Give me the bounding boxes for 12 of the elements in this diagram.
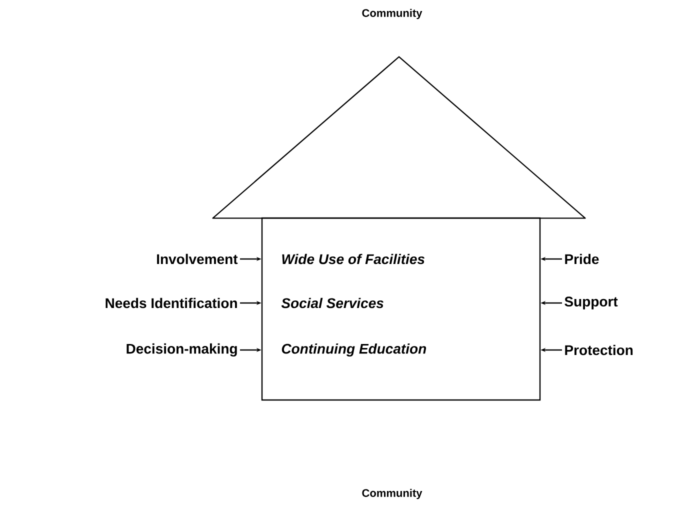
item-text: Continuing Education: [282, 343, 426, 356]
item-text: Wide Use of Facilities: [282, 254, 425, 264]
footer-label: Community: [362, 488, 422, 500]
factor-label: Protection: [565, 344, 633, 356]
factor-label: Decision-making: [126, 343, 237, 357]
factor-label: Needs Identification: [106, 298, 237, 308]
heading: Community: [362, 8, 422, 20]
factor-label: Involvement: [157, 254, 238, 264]
roof-triangle: [212, 56, 586, 219]
factor-label: Pride: [565, 254, 599, 264]
factor-label: Support: [564, 296, 618, 310]
item-text: Social Services: [281, 298, 384, 308]
